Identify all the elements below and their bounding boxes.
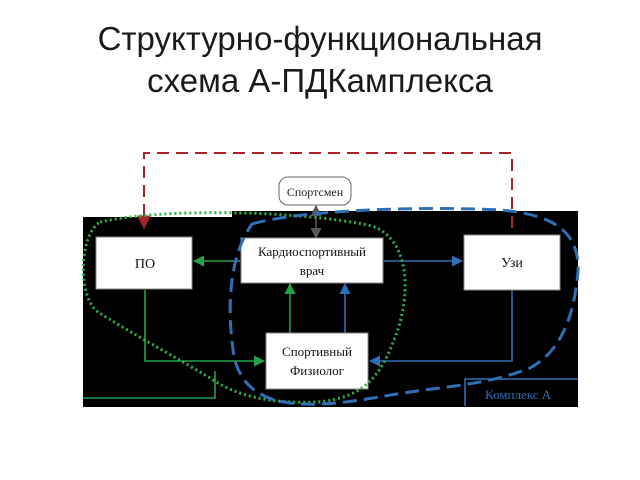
node-sports-physiologist: Спортивный Физиолог: [265, 332, 369, 390]
slide-title-line-2: схема А-ПДКамплекса: [147, 62, 493, 99]
line-complex-bracket: [464, 378, 578, 406]
node-cardio-label-line-2: врач: [300, 263, 325, 278]
node-uzi: Узи: [463, 234, 561, 291]
slide-title-line-1: Структурно-функциональная: [97, 20, 543, 57]
red-dashed-feedback-line: [137, 152, 513, 230]
slide-title: Структурно-функциональная схема А-ПДКамп…: [0, 18, 640, 102]
node-po-label: ПО: [135, 257, 155, 272]
node-cardio-label-line-1: Кардиоспортивный: [258, 244, 366, 259]
node-sportsman-label: Спортсмен: [287, 185, 344, 199]
complex-a-label: Комплекс А: [485, 387, 552, 402]
line-uzi-to-physio: [368, 290, 513, 367]
node-sportsman: Спортсмен: [278, 176, 352, 206]
node-physio-label-line-2: Физиолог: [290, 363, 344, 378]
node-cardio-doctor: Кардиоспортивный врач: [240, 237, 384, 284]
blue-dashed-region: [228, 207, 580, 406]
node-po: ПО: [95, 236, 193, 290]
node-uzi-label: Узи: [501, 256, 523, 271]
line-bottom-green-return: [83, 371, 216, 399]
line-po-to-physio: [144, 290, 266, 367]
node-physio-label-line-1: Спортивный: [282, 344, 352, 359]
green-dotted-region: [81, 211, 407, 404]
